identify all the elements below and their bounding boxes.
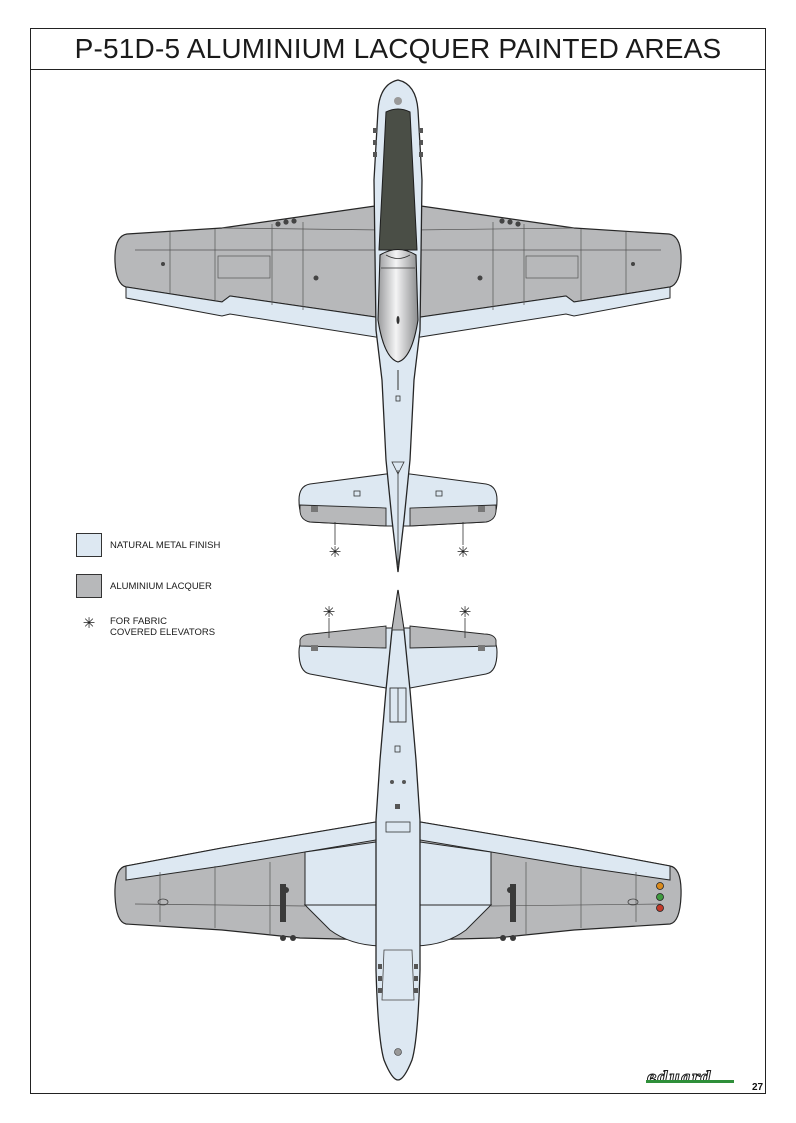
eduard-logo: eduard	[646, 1068, 713, 1087]
fabric-asterisk-icon: ✳	[329, 544, 342, 561]
bottom-elevators	[299, 625, 497, 649]
legend-natural-metal: NATURAL METAL FINISH	[76, 533, 220, 557]
navigation-lights-icon	[656, 882, 664, 912]
legend-label-natural-metal: NATURAL METAL FINISH	[110, 539, 221, 551]
fabric-asterisk-icon: ✳	[82, 615, 96, 632]
natural-metal-swatch	[76, 533, 102, 557]
legend-label-fabric-line1: FOR FABRIC	[110, 616, 168, 627]
eduard-logo-bar	[646, 1080, 734, 1083]
legend-label-fabric-line2: COVERED ELEVATORS	[110, 627, 216, 638]
fabric-asterisk-icon: ✳	[457, 544, 470, 561]
title-box: P-51D-5 ALUMINIUM LACQUER PAINTED AREAS	[31, 29, 765, 70]
drawing-sheet: P-51D-5 ALUMINIUM LACQUER PAINTED AREAS	[30, 28, 766, 1094]
fabric-asterisk-icon: ✳	[459, 604, 472, 621]
aluminium-lacquer-swatch	[76, 574, 102, 598]
legend-label-aluminium-lacquer: ALUMINIUM LACQUER	[110, 580, 212, 592]
bottom-view: ✳ ✳	[114, 589, 682, 1081]
page-number: 27	[752, 1082, 764, 1093]
fabric-asterisk-icon: ✳	[323, 604, 336, 621]
top-anti-glare-panel	[378, 108, 418, 251]
top-elevators	[299, 504, 497, 527]
bottom-fuselage	[375, 589, 421, 1081]
legend-aluminium-lacquer: ALUMINIUM LACQUER	[76, 574, 212, 598]
top-canopy	[377, 248, 419, 363]
legend-fabric: ✳ FOR FABRIC COVERED ELEVATORS	[76, 614, 215, 638]
page-title: P-51D-5 ALUMINIUM LACQUER PAINTED AREAS	[74, 33, 722, 64]
top-view: ✳ ✳	[114, 79, 682, 573]
